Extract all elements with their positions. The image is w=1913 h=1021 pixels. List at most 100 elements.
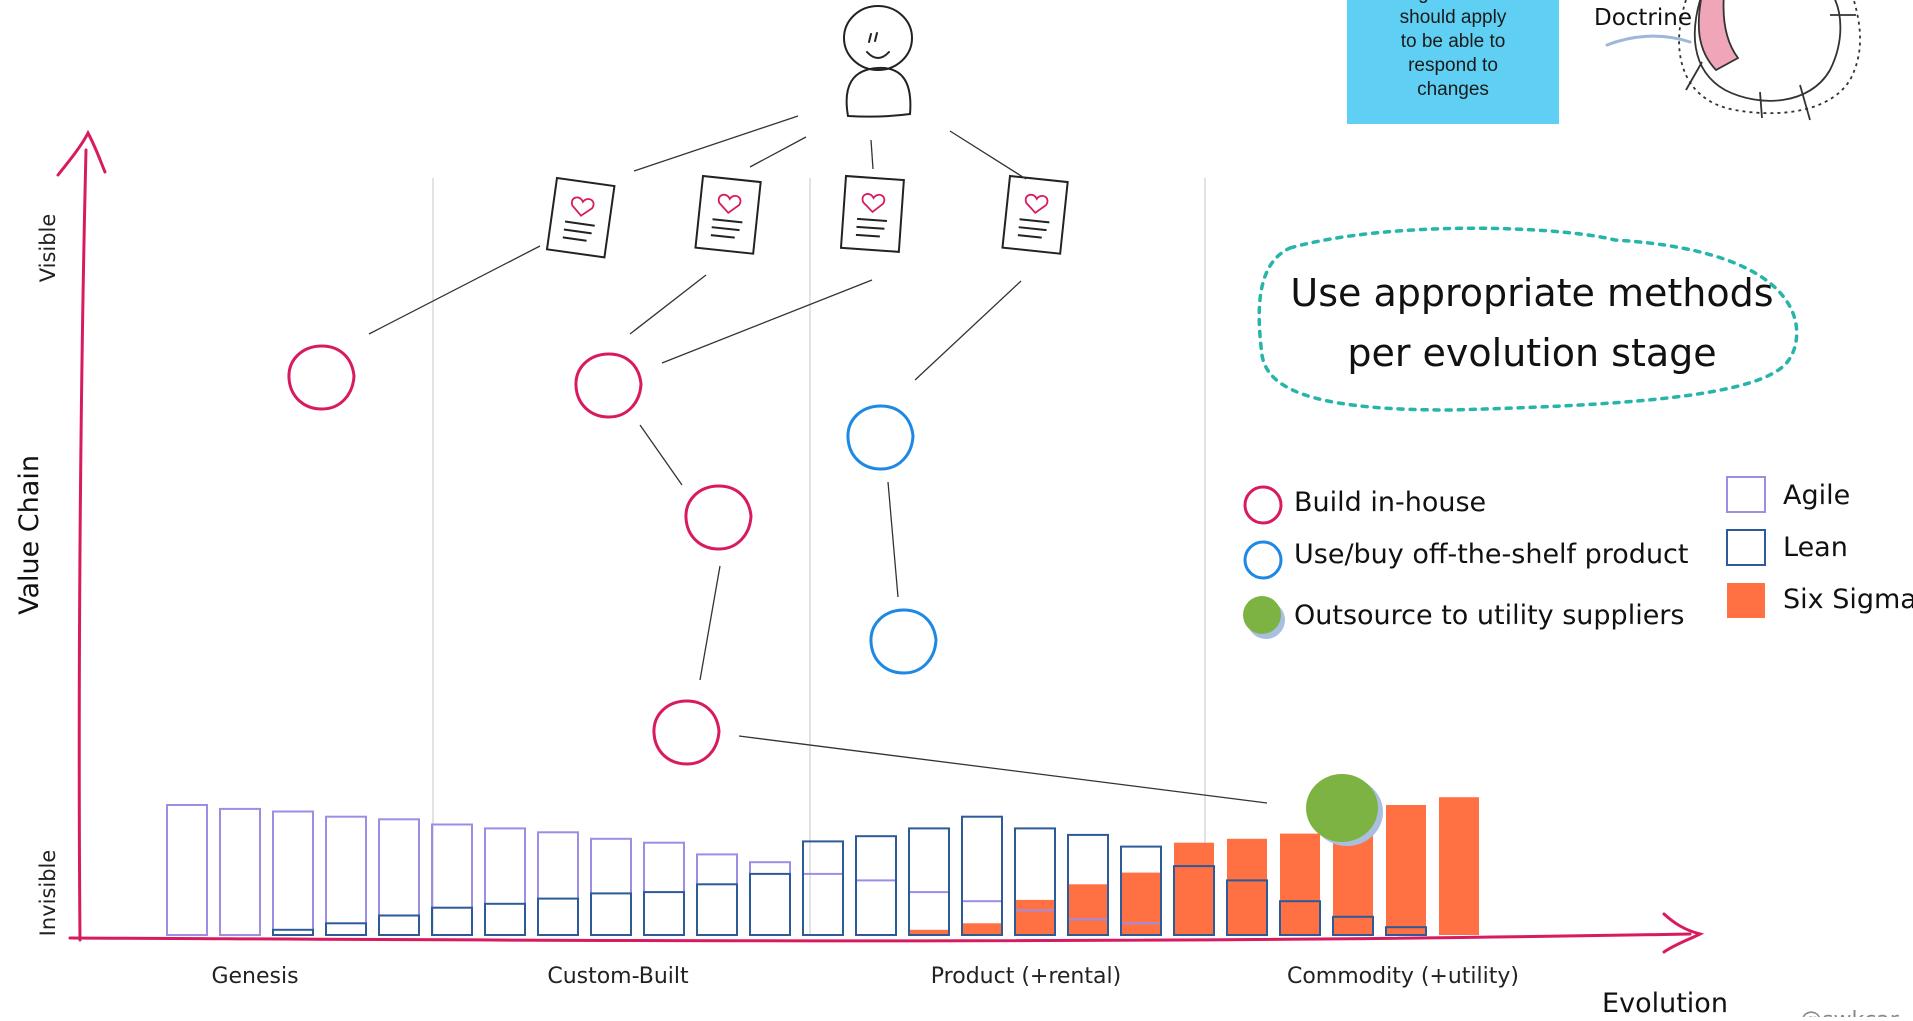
stage-dividers [432, 178, 1206, 935]
agile-bar [431, 823, 473, 936]
sixsigma-bar [909, 929, 949, 935]
user-icon [843, 5, 913, 118]
callout-line-1: Use appropriate methods [1290, 271, 1773, 315]
sticky-note-line: respond to [1408, 55, 1498, 76]
lean-bar [1173, 865, 1215, 936]
outsource-legend-icon [1243, 596, 1281, 634]
off-the-shelf-legend-icon [1243, 540, 1283, 580]
legend-lean-label: Lean [1783, 532, 1848, 563]
legend-outsource-label: Outsource to utility suppliers [1294, 600, 1684, 631]
lean-bar [1120, 845, 1162, 936]
sixsigma-legend-swatch [1727, 583, 1765, 618]
need-document-icon [545, 176, 616, 259]
build-in-house-component [652, 699, 721, 766]
method-bars [166, 797, 1479, 937]
lean-bar [1279, 900, 1321, 937]
agile-bar [378, 818, 420, 936]
agile-bar [908, 891, 950, 936]
legend-methods: Agile Lean Six Sigma [1726, 476, 1913, 618]
lean-bar [802, 840, 844, 937]
lean-bar [272, 928, 314, 936]
stage-label-custom-built: Custom-Built [547, 964, 689, 989]
sticky-note: organization should apply to be able to … [1347, 0, 1559, 124]
need-documents [545, 174, 1069, 259]
y-axis-bottom-label: Invisible [36, 850, 60, 937]
sixsigma-bar [1174, 842, 1214, 935]
sticky-note-line: organization [1347, 0, 1559, 6]
doctrine-icon [1678, 0, 1861, 121]
sticky-note-line: should apply [1399, 7, 1507, 28]
agile-bar [590, 837, 632, 936]
sixsigma-bar [1068, 884, 1108, 935]
credit-text: @swkcar [1800, 1008, 1900, 1017]
off-the-shelf-component [846, 404, 915, 471]
sixsigma-bar [1386, 805, 1426, 935]
outsource-component [1306, 774, 1378, 842]
lean-bar [325, 922, 367, 936]
sixsigma-bar [1439, 797, 1479, 935]
stage-label-commodity: Commodity (+utility) [1287, 964, 1519, 989]
y-axis-label: Value Chain [14, 455, 45, 615]
need-document-icon [839, 174, 905, 253]
lean-bar [855, 835, 897, 937]
lean-bar [1332, 915, 1374, 936]
agile-bar [696, 853, 738, 937]
sixsigma-bar [1227, 838, 1267, 935]
agile-bar [537, 831, 579, 936]
agile-bar [484, 827, 526, 937]
agile-legend-swatch [1726, 476, 1766, 513]
off-the-shelf-component [869, 608, 938, 675]
lean-bar [749, 872, 791, 937]
sixsigma-bar [1121, 872, 1161, 935]
lean-bar [1226, 879, 1268, 937]
agile-bar [855, 879, 897, 937]
legend-sixsigma-label: Six Sigma [1783, 584, 1913, 615]
lean-bar [537, 897, 579, 936]
doctrine-pointer-line [1605, 34, 1692, 47]
sticky-note-line: changes [1417, 79, 1489, 100]
lean-bar [1385, 926, 1427, 937]
stage-label-genesis: Genesis [211, 964, 298, 989]
doctrine-label: Doctrine [1594, 5, 1692, 31]
lean-bar [1014, 827, 1056, 937]
legend-build-label: Build in-house [1294, 487, 1486, 518]
x-axis-line [68, 932, 1692, 943]
lean-bar [1067, 833, 1109, 937]
y-axis-top-label: Visible [36, 214, 60, 283]
legend-components: Build in-house Use/buy off-the-shelf pro… [1243, 485, 1689, 639]
legend-agile-label: Agile [1783, 480, 1850, 511]
lean-bar [378, 914, 420, 936]
lean-bar [961, 815, 1003, 937]
stage-label-product: Product (+rental) [931, 964, 1121, 989]
sixsigma-bar [1280, 833, 1320, 935]
build-in-house-component [684, 484, 753, 551]
need-document-icon [694, 174, 762, 255]
x-axis-arrowhead [1662, 912, 1705, 954]
legend-buy-label: Use/buy off-the-shelf product [1294, 539, 1689, 570]
x-axis-label: Evolution [1602, 988, 1728, 1017]
components [287, 344, 938, 766]
sticky-note-line: to be able to [1400, 31, 1506, 52]
build-in-house-component [287, 344, 356, 411]
axes [56, 129, 1705, 954]
lean-legend-swatch [1726, 529, 1766, 566]
lean-bar [643, 891, 685, 936]
callout-cloud [1257, 226, 1799, 412]
y-axis-arrowhead [56, 129, 107, 177]
agile-bar [802, 872, 844, 937]
agile-bar [643, 841, 685, 937]
lean-bar [908, 827, 950, 937]
build-in-house-component [574, 352, 643, 419]
sixsigma-bar [1015, 899, 1055, 935]
agile-bar [325, 815, 367, 937]
dependency-lines [368, 115, 1268, 804]
agile-bar [166, 804, 208, 936]
sixsigma-bar [962, 923, 1002, 935]
callout-line-2: per evolution stage [1347, 331, 1716, 375]
build-in-house-legend-icon [1243, 485, 1283, 525]
lean-bar [590, 892, 632, 937]
lean-bar [696, 883, 738, 936]
lean-bar [484, 902, 526, 936]
